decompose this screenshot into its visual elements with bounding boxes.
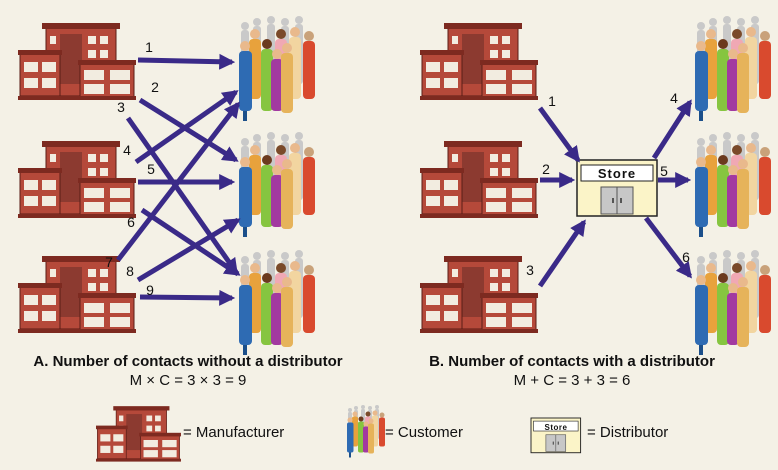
panel-a-customer-2 bbox=[239, 132, 315, 237]
panel-b-store-sign: Store bbox=[598, 166, 636, 181]
panel-a-manufacturer-3 bbox=[17, 255, 137, 334]
panel-b-arrow-label-1: 1 bbox=[548, 93, 556, 109]
panel-b-arrow-1 bbox=[537, 106, 581, 163]
panel-a-arrow-label-2: 2 bbox=[151, 79, 159, 95]
panel-a-arrow-9 bbox=[139, 289, 236, 306]
panel-a-arrow-7 bbox=[116, 101, 240, 262]
panel-a: 1 2 3 4 5 6 7 8 9 bbox=[17, 16, 315, 355]
panel-a-arrow-label-6: 6 bbox=[127, 214, 135, 230]
panel-b-heading: B. Number of contacts with a distributor bbox=[429, 353, 715, 370]
legend-manufacturer-label: = Manufacturer bbox=[183, 424, 285, 441]
panel-a-caption: A. Number of contacts without a distribu… bbox=[8, 352, 368, 390]
panel-a-arrow-2 bbox=[138, 97, 239, 163]
panel-b-manufacturer-1 bbox=[419, 22, 539, 101]
panel-a-arrow-6 bbox=[140, 207, 241, 277]
panel-b-arrow-label-5: 5 bbox=[660, 163, 668, 179]
panel-a-arrow-1 bbox=[137, 53, 236, 70]
panel-b-customer-1 bbox=[695, 16, 771, 121]
panel-a-customer-1 bbox=[239, 16, 315, 121]
panel-b-formula: M + C = 3 + 3 = 6 bbox=[513, 372, 631, 389]
panel-b-arrow-label-4: 4 bbox=[670, 90, 678, 106]
legend-store-sign: Store bbox=[545, 423, 568, 432]
panel-a-arrow-label-4: 4 bbox=[123, 142, 131, 158]
panel-a-heading: A. Number of contacts without a distribu… bbox=[33, 353, 343, 370]
panel-a-arrow-label-3: 3 bbox=[117, 99, 125, 115]
panel-a-arrow-8 bbox=[136, 217, 241, 283]
panel-b-customer-3 bbox=[695, 250, 771, 355]
legend-distributor-label: = Distributor bbox=[587, 424, 669, 441]
panel-a-arrow-label-1: 1 bbox=[145, 39, 153, 55]
legend: Store bbox=[95, 405, 582, 462]
legend-manufacturer-icon bbox=[95, 405, 182, 462]
panel-a-manufacturer-2 bbox=[17, 140, 137, 219]
panel-a-arrow-label-8: 8 bbox=[126, 263, 134, 279]
panel-b-arrow-3 bbox=[537, 219, 587, 288]
panel-a-arrow-label-7: 7 bbox=[105, 254, 113, 270]
panel-a-manufacturer-1 bbox=[17, 22, 137, 101]
panel-b-arrow-4 bbox=[651, 99, 693, 160]
legend-customer-icon bbox=[347, 405, 385, 458]
panel-b-customer-2 bbox=[695, 132, 771, 237]
panel-a-arrow-4 bbox=[134, 89, 239, 165]
panel-b-manufacturer-2 bbox=[419, 140, 539, 219]
legend-customer-label: = Customer bbox=[385, 424, 463, 441]
panel-a-formula: M × C = 3 × 3 = 9 bbox=[129, 372, 247, 389]
panel-b-arrow-label-3: 3 bbox=[526, 262, 534, 278]
panel-b-arrow-label-2: 2 bbox=[542, 161, 550, 177]
panel-b-arrow-label-6: 6 bbox=[682, 249, 690, 265]
panel-a-arrow-label-9: 9 bbox=[146, 282, 154, 298]
panel-a-customer-3 bbox=[239, 250, 315, 355]
panel-b: Store 1 2 3 4 5 6 bbox=[419, 16, 771, 355]
panel-b-arrow-6 bbox=[644, 216, 692, 279]
panel-a-arrow-3 bbox=[125, 116, 239, 275]
panel-b-caption: B. Number of contacts with a distributor… bbox=[392, 352, 752, 390]
panel-a-arrow-label-5: 5 bbox=[147, 161, 155, 177]
panel-b-manufacturer-3 bbox=[419, 255, 539, 334]
